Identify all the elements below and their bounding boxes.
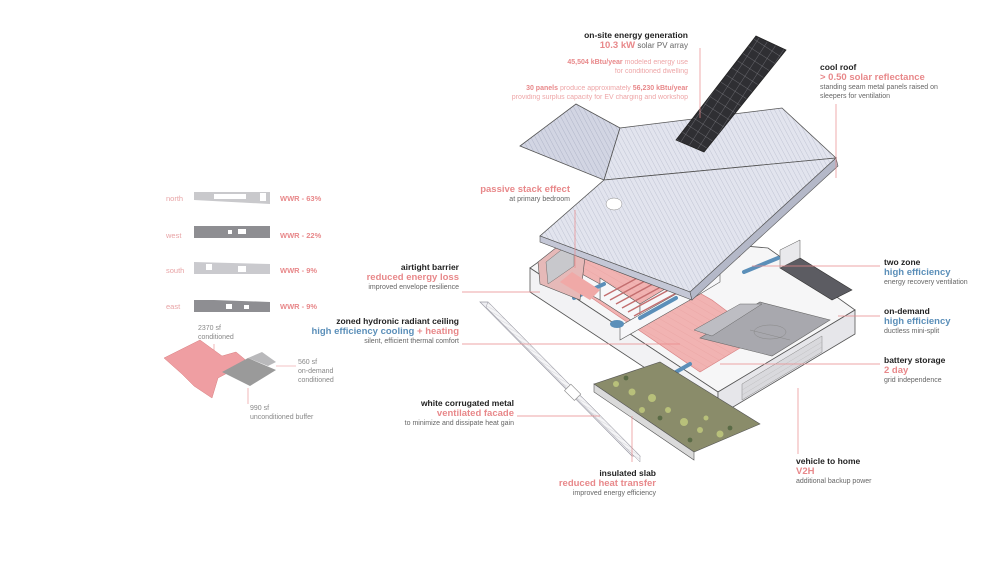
roof (519, 103, 839, 301)
two-zone-callout: two zone high efficiency energy recovery… (884, 257, 968, 287)
panels-bold: 30 panels (526, 85, 558, 92)
wwr-west: WWR - 22% (280, 231, 322, 240)
cool-roof-title: cool roof (820, 62, 857, 72)
facade-note: to minimize and dissipate heat gain (404, 420, 514, 427)
orient-east: east (166, 302, 181, 311)
hydronic-highlight-pink: heating (425, 326, 459, 337)
hydronic-note: silent, efficient thermal comfort (364, 338, 459, 345)
orient-north: north (166, 194, 184, 203)
facade-panel (479, 301, 641, 463)
plan-buffer-type: unconditioned buffer (250, 414, 314, 421)
panels-mid: produce approximately (559, 85, 631, 92)
two-zone-title: two zone (884, 257, 921, 267)
modeled-energy-line2: for conditioned dwelling (614, 68, 688, 75)
panels-note: 30 panels produce approximately 56,230 k… (512, 84, 688, 102)
modeled-energy-note: 45,504 kBtu/year modeled energy use for … (567, 58, 688, 76)
hydronic-highlight-plus: + (417, 326, 423, 337)
energy-gen-callout: on-site energy generation 10.3 kW solar … (584, 30, 688, 51)
cool-roof-note1: standing seam metal panels raised on (820, 84, 938, 91)
slab-callout: insulated slab reduced heat transfer imp… (559, 468, 656, 498)
plan-on-demand-type2: conditioned (298, 377, 334, 384)
plan-on-demand-type: on-demand (298, 368, 334, 375)
stack-effect-callout: passive stack effect at primary bedroom (480, 184, 570, 204)
energy-gen-value: 10.3 kW (599, 40, 636, 51)
cool-roof-callout: cool roof > 0.50 solar reflectance stand… (820, 62, 938, 101)
orient-south: south (166, 266, 185, 275)
stack-effect-note: at primary bedroom (509, 196, 570, 203)
slab-highlight: reduced heat transfer (558, 478, 656, 489)
v2h-callout: vehicle to home V2H additional backup po… (796, 456, 872, 486)
modeled-energy-rest: modeled energy use (624, 59, 688, 66)
airtight-highlight: reduced energy loss (366, 272, 459, 283)
plan-on-demand-area: 560 sf (298, 359, 318, 366)
battery-callout: battery storage 2 day grid independence (884, 355, 945, 385)
panels-line2: providing surplus capacity for EV chargi… (511, 94, 688, 101)
plan-conditioned-area: 2370 sf (198, 325, 221, 332)
battery-title: battery storage (884, 355, 946, 365)
hydronic-highlight-blue: high efficiency cooling (311, 326, 415, 337)
wwr-east: WWR - 9% (280, 302, 318, 311)
facade-callout: white corrugated metal ventilated facade… (405, 398, 514, 428)
stack-effect-highlight: passive stack effect (480, 184, 570, 195)
on-demand-title: on-demand (884, 306, 930, 316)
orient-west: west (166, 231, 182, 240)
slab-note: improved energy efficiency (572, 490, 656, 497)
leader-lines (462, 48, 880, 462)
hydronic-callout: zoned hydronic radiant ceiling high effi… (311, 316, 459, 346)
airtight-note: improved envelope resilience (368, 284, 459, 291)
solar-array (675, 35, 787, 153)
hydronic-title: zoned hydronic radiant ceiling (336, 316, 459, 326)
plan-conditioned-type: conditioned (198, 334, 234, 341)
panels-bold2: 56,230 kBtu/year (632, 85, 688, 92)
airtight-title: airtight barrier (400, 262, 459, 272)
plan-conditioned-label: 2370 sf conditioned (198, 324, 234, 342)
two-zone-highlight: high efficiency (884, 267, 951, 278)
battery-highlight: 2 day (884, 365, 909, 376)
floor-plan-diagram (163, 339, 296, 404)
v2h-note: additional backup power (796, 478, 872, 485)
facade-title: white corrugated metal (420, 398, 514, 408)
energy-gen-title: on-site energy generation (584, 30, 688, 40)
v2h-highlight: V2H (796, 466, 815, 477)
house-body (529, 231, 856, 461)
plan-buffer-area: 990 sf (250, 405, 270, 412)
energy-gen-value-note: solar PV array (637, 41, 688, 50)
cool-roof-note2: sleepers for ventilation (820, 93, 891, 100)
v2h-title: vehicle to home (796, 456, 861, 466)
modeled-energy-bold: 45,504 kBtu/year (567, 59, 623, 66)
wwr-north: WWR - 63% (280, 194, 322, 203)
airtight-callout: airtight barrier reduced energy loss imp… (367, 262, 459, 292)
facade-highlight: ventilated facade (436, 408, 514, 419)
on-demand-highlight: high efficiency (884, 316, 951, 327)
plan-buffer-label: 990 sf unconditioned buffer (250, 404, 313, 422)
plan-on-demand-label: 560 sf on-demand conditioned (298, 358, 334, 385)
orientation-elevations (194, 192, 270, 312)
slab-title: insulated slab (599, 468, 656, 478)
cool-roof-highlight: > 0.50 solar reflectance (820, 72, 925, 83)
battery-note: grid independence (884, 377, 942, 384)
two-zone-note: energy recovery ventilation (884, 279, 968, 286)
on-demand-callout: on-demand high efficiency ductless mini-… (884, 306, 951, 336)
wwr-south: WWR - 9% (280, 266, 318, 275)
on-demand-note: ductless mini-split (884, 328, 940, 335)
